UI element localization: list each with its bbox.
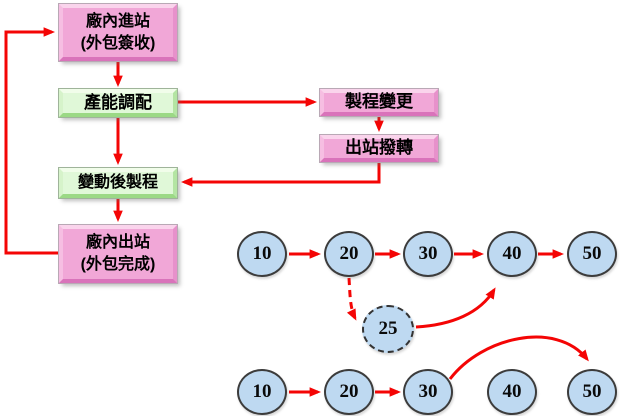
- route2-node-30-label: 30: [418, 381, 438, 402]
- route1-node-30: 30: [403, 231, 453, 277]
- route2-node-50-label: 50: [582, 381, 602, 402]
- route2-node-10: 10: [237, 369, 287, 415]
- arrow-r2-30-to-50-curve: [448, 335, 589, 380]
- changed-process-label: 變動後製程: [77, 174, 158, 192]
- flow-box-process-change: 製程變更: [320, 89, 438, 116]
- factory-in-line2: (外包簽收): [80, 34, 156, 52]
- route1-node-50-label: 50: [582, 243, 602, 264]
- flow-box-factory-out: 廠內出站 (外包完成): [59, 225, 177, 283]
- flow-box-changed-process: 變動後製程: [59, 168, 177, 198]
- factory-out-line1: 廠內出站: [85, 234, 150, 252]
- route2-node-30: 30: [403, 369, 453, 415]
- factory-out-line2: (外包完成): [80, 256, 156, 273]
- route1-node-20-label: 20: [339, 243, 359, 264]
- flow-box-factory-in: 廠內進站 (外包簽收): [59, 4, 177, 61]
- route2-node-50: 50: [567, 369, 617, 415]
- route2-node-10-label: 10: [252, 381, 272, 402]
- route1-node-40: 40: [487, 231, 537, 277]
- station-transfer-label: 出站撥轉: [345, 138, 413, 158]
- process-change-label: 製程變更: [345, 92, 413, 112]
- flow-box-station-transfer: 出站撥轉: [320, 135, 438, 162]
- route2-node-20-label: 20: [339, 381, 359, 402]
- factory-in-line1: 廠內進站: [85, 12, 150, 30]
- arrow-transfer-to-changed: [181, 163, 381, 187]
- route1-inserted-node-25-label: 25: [378, 318, 398, 339]
- route1-node-10-label: 10: [252, 243, 272, 264]
- arrow-25-to-40-curve: [415, 287, 496, 329]
- flow-box-capacity: 產能調配: [59, 89, 177, 117]
- route2-node-20: 20: [324, 369, 374, 415]
- arrow-feedback-out-to-in: [4, 27, 59, 255]
- route1-inserted-node-25: 25: [362, 305, 414, 353]
- route1-node-50: 50: [567, 231, 617, 277]
- route2-node-40: 40: [487, 369, 537, 415]
- route1-node-10: 10: [237, 231, 287, 277]
- route1-node-30-label: 30: [418, 243, 438, 264]
- capacity-label: 產能調配: [84, 92, 152, 112]
- route1-node-40-label: 40: [502, 243, 522, 264]
- route2-node-40-label: 40: [502, 381, 522, 402]
- arrow-r1-20-25-dashed: [346, 277, 357, 321]
- route1-node-20: 20: [324, 231, 374, 277]
